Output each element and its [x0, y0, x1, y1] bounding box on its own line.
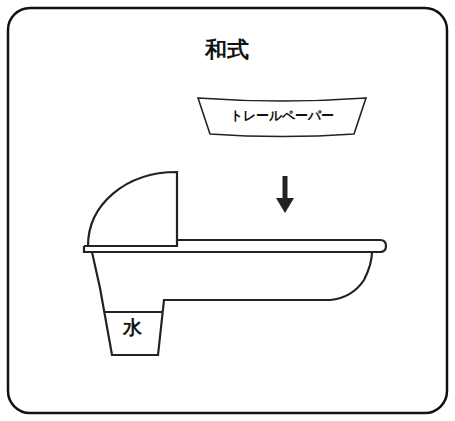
banner-shape: [198, 98, 366, 137]
down-arrow-shaft: [283, 176, 288, 200]
node-text: トレールペーパー: [198, 107, 366, 125]
down-arrow-head: [276, 198, 294, 213]
title-text: 和式: [205, 35, 249, 65]
water-line: [104, 311, 162, 313]
toilet-bowl: [84, 246, 372, 355]
water-label: 水: [123, 315, 142, 341]
toilet-hood: [88, 172, 177, 246]
paper-label: トレールペーパー: [198, 98, 366, 134]
frame: [8, 8, 447, 413]
toilet-rim: [84, 240, 386, 252]
